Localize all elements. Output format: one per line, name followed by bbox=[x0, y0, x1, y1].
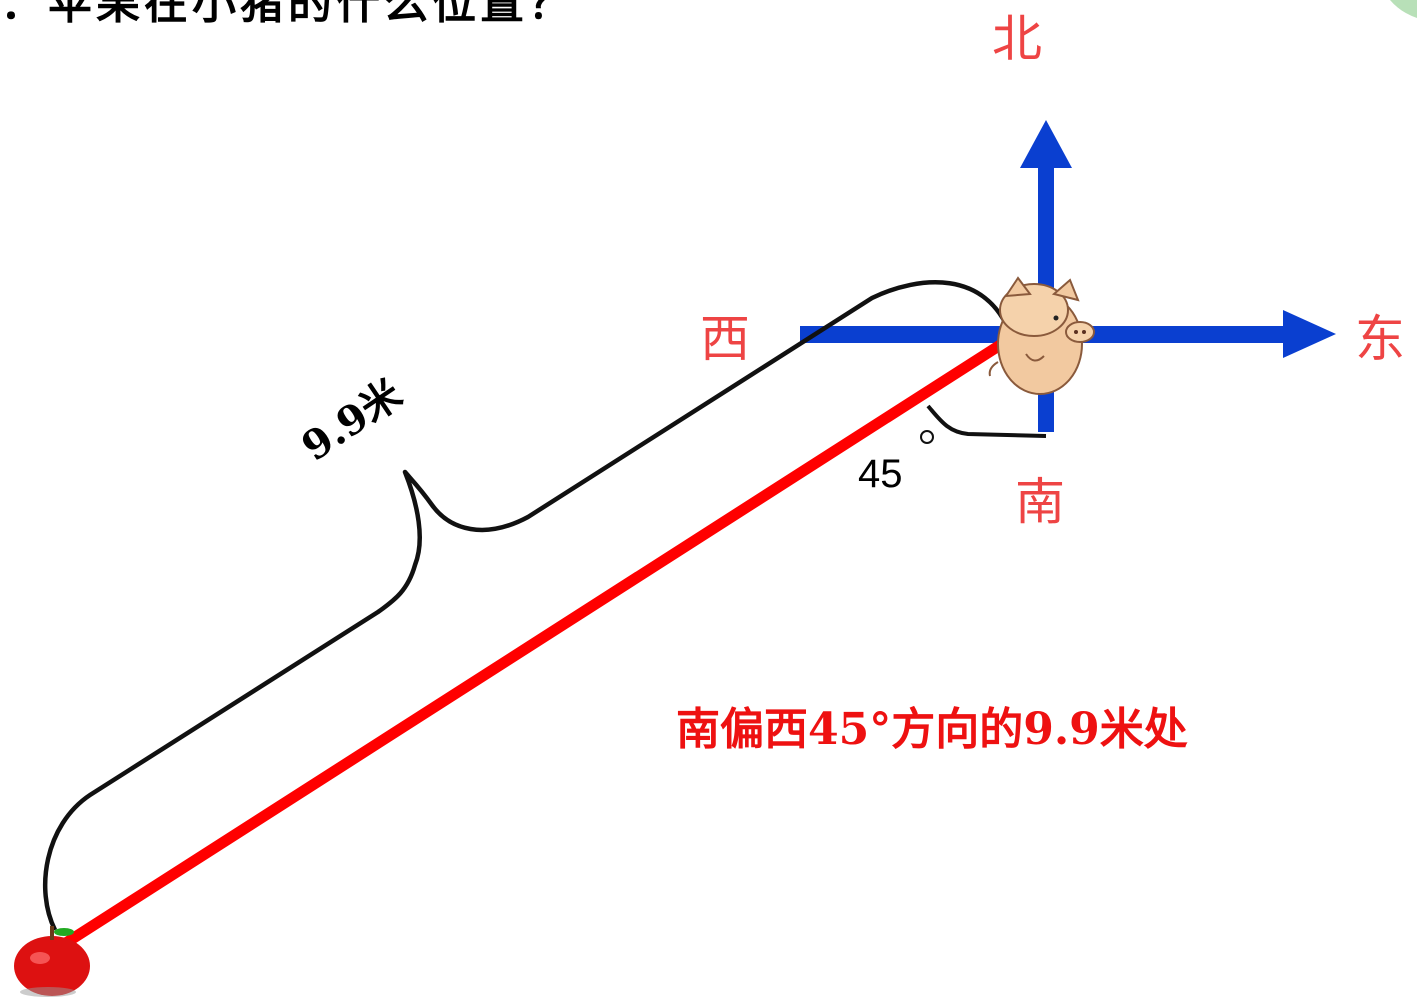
north-arrowhead bbox=[1020, 120, 1072, 168]
north-label: 北 bbox=[992, 10, 1042, 68]
angle-value: 45 bbox=[858, 452, 903, 496]
distance-brace bbox=[42, 280, 1013, 932]
south-label: 南 bbox=[1015, 473, 1065, 531]
degree-mark bbox=[920, 430, 934, 444]
answer-text: 南偏西45°方向的9.9米处 bbox=[676, 704, 1188, 755]
corner-decoration bbox=[1390, 0, 1417, 18]
pig-icon bbox=[988, 276, 1095, 395]
apple-icon bbox=[14, 926, 90, 997]
compass bbox=[800, 120, 1336, 432]
angle-arc bbox=[926, 404, 1047, 438]
west-label: 西 bbox=[700, 310, 750, 368]
pig-to-apple-line bbox=[52, 334, 1014, 954]
east-label: 东 bbox=[1355, 310, 1405, 368]
east-arrowhead bbox=[1283, 310, 1336, 358]
question-text: ：苹果在小猪的什么位置？ bbox=[0, 0, 576, 29]
